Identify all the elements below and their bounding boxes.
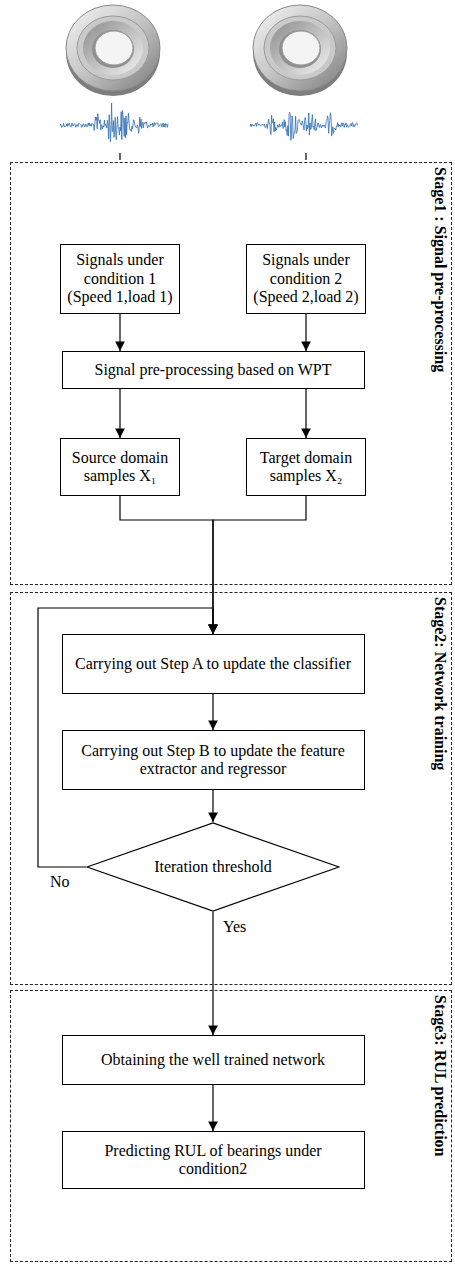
node-text: Carrying out Step A to update the classi… — [75, 655, 351, 673]
stage-region: Stage3: RUL prediction Obtaining the well… — [10, 990, 452, 1262]
stage-region: Stage1 : Signal pre-processing Signals un… — [10, 162, 452, 585]
process-box: Target domain samples X₂ — [246, 438, 366, 496]
flow-arrow — [120, 496, 213, 634]
vibration-signal — [60, 103, 168, 142]
process-box: Carrying out Step B to update the featur… — [62, 730, 365, 790]
bearing-illustration — [0, 0, 455, 160]
vibration-signal — [250, 112, 357, 140]
process-box: Signals under condition 2 (Speed 2,load … — [246, 244, 366, 314]
process-box: Signals under condition 1 (Speed 1,load … — [60, 244, 180, 314]
flow-arrow — [305, 314, 306, 351]
node-text: Predicting RUL of bearings under conditi… — [69, 1142, 358, 1179]
process-box: Obtaining the well trained network — [62, 1035, 365, 1085]
bearing-picture — [253, 5, 347, 96]
flow-arrow — [119, 389, 120, 438]
node-text: Signal pre-processing based on WPT — [95, 361, 332, 379]
edge-label: Yes — [221, 918, 248, 936]
flow-arrow — [212, 1085, 213, 1131]
process-box: Signal pre-processing based on WPT — [62, 351, 365, 389]
node-text: Obtaining the well trained network — [101, 1051, 325, 1069]
flow-arrow — [212, 694, 213, 730]
signal-arrow — [305, 153, 306, 160]
decision-diamond: Iteration threshold — [86, 822, 340, 912]
flow-arrow — [213, 496, 306, 634]
node-text: Signals under condition 2 (Speed 2,load … — [253, 251, 359, 306]
stage-title: Stage1 : Signal pre-processing — [430, 167, 450, 372]
process-box: Source domain samples X₁ — [60, 438, 180, 496]
node-text: Target domain samples X₂ — [253, 449, 359, 486]
flow-arrow — [305, 389, 306, 438]
node-text: Carrying out Step B to update the featur… — [69, 742, 358, 779]
node-text: Signals under condition 1 (Speed 1,load … — [67, 251, 173, 306]
flow-arrow — [212, 790, 213, 822]
node-text: Iteration threshold — [154, 858, 272, 876]
diamond-shape — [87, 823, 339, 911]
stage-title: Stage2: Network training — [430, 597, 450, 770]
stage-title: Stage3: RUL prediction — [430, 995, 450, 1156]
process-box: Predicting RUL of bearings under conditi… — [62, 1131, 365, 1189]
bearing-picture — [66, 5, 160, 96]
node-text: Source domain samples X₁ — [67, 449, 173, 486]
signal-arrow — [119, 153, 120, 160]
flow-arrow — [119, 314, 120, 351]
process-box: Carrying out Step A to update the classi… — [62, 634, 365, 694]
edge-label: No — [48, 873, 72, 891]
flow-arrow — [212, 912, 213, 1035]
